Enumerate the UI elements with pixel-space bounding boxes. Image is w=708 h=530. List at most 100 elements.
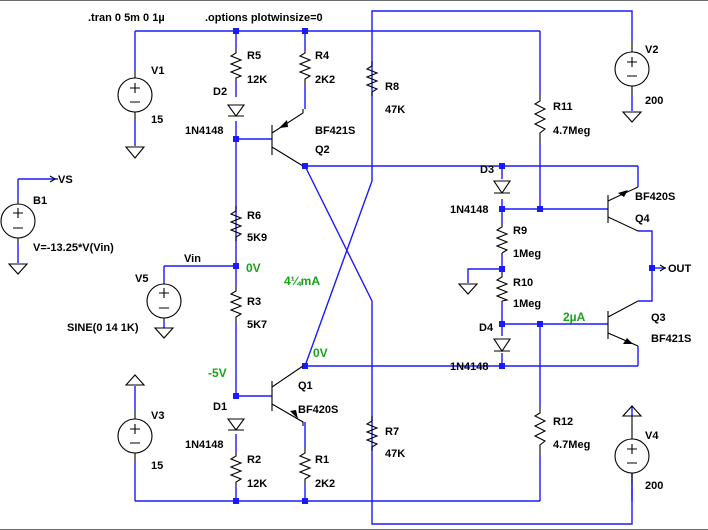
b1-value: V=-13.25*V(Vin) <box>33 242 114 254</box>
resistor-r1 <box>298 448 312 484</box>
transistor-q1 <box>271 365 304 426</box>
source-v2 <box>614 41 650 96</box>
diode-d1 <box>226 418 246 431</box>
cross-current-annotation: 4¼mA <box>284 274 320 288</box>
options-directive: .options plotwinsize=0 <box>205 12 323 24</box>
diode-d2 <box>226 104 246 117</box>
wires <box>17 10 666 525</box>
ground-v4-top <box>621 405 643 417</box>
d2-value: 1N4148 <box>185 125 224 137</box>
v1-value: 15 <box>151 114 163 126</box>
resistor-r5 <box>229 49 243 81</box>
d2-name: D2 <box>213 86 227 98</box>
bias-current-annotation: 2µA <box>563 310 586 324</box>
port-vs <box>49 175 57 183</box>
vin-level-annotation: 0V <box>246 261 261 275</box>
ground-v3-top <box>124 374 146 386</box>
transistor-q2 <box>271 109 304 167</box>
r10-value: 1Meg <box>513 298 541 310</box>
d4-name: D4 <box>479 322 494 334</box>
q4-value: BF420S <box>635 191 675 203</box>
r4-name: R4 <box>315 50 330 62</box>
d1-name: D1 <box>213 401 227 413</box>
r8-value: 47K <box>385 104 405 116</box>
r7-name: R7 <box>385 426 399 438</box>
v5-value: SINE(0 14 1K) <box>67 322 139 334</box>
diode-d4 <box>492 338 512 352</box>
resistor-r10 <box>495 273 509 302</box>
source-v4 <box>614 416 650 483</box>
r7-cross-wire <box>304 165 633 525</box>
r1-name: R1 <box>315 454 329 466</box>
source-v1 <box>117 69 153 121</box>
source-v3 <box>117 411 153 461</box>
r4-value: 2K2 <box>315 74 335 86</box>
ground-v1 <box>124 146 146 159</box>
b1-wire <box>17 178 58 263</box>
r6-value: 5K9 <box>247 232 267 244</box>
r5-value: 12K <box>247 74 267 86</box>
d3-value: 1N4148 <box>450 204 489 216</box>
resistor-r8 <box>365 61 379 96</box>
mid-gnd-wire <box>467 268 502 283</box>
q1-emitter-wire <box>303 346 639 367</box>
net-out-label: OUT <box>668 263 692 275</box>
r10-name: R10 <box>513 277 533 289</box>
diode-d3 <box>492 180 512 194</box>
q3-value: BF421S <box>651 333 691 345</box>
transistor-q3 <box>607 300 639 347</box>
r3-value: 5K7 <box>247 319 267 331</box>
tran-directive: .tran 0 5m 0 1µ <box>88 12 165 24</box>
q1-collector-level-annotation: 0V <box>313 346 328 360</box>
r6-name: R6 <box>247 210 261 222</box>
v5-name: V5 <box>135 273 148 285</box>
d4-value: 1N4148 <box>450 361 489 373</box>
v4-name: V4 <box>645 430 659 442</box>
r8-name: R8 <box>385 81 399 93</box>
r11-name: R11 <box>553 101 573 113</box>
q1-name: Q1 <box>298 380 313 392</box>
q1-value: BF420S <box>298 404 338 416</box>
v3-name: V3 <box>151 410 164 422</box>
r9-name: R9 <box>513 225 527 237</box>
port-out <box>659 264 667 272</box>
resistor-r4 <box>298 49 312 85</box>
resistor-r12 <box>533 406 547 456</box>
q1-emitter-level-annotation: -5V <box>208 366 227 380</box>
r3-name: R3 <box>247 296 261 308</box>
source-v5 <box>146 283 182 321</box>
v2-value: 200 <box>645 95 663 107</box>
v1-name: V1 <box>151 65 164 77</box>
net-vin-label: Vin <box>184 253 201 265</box>
r7-value: 47K <box>385 448 405 460</box>
q2-emitter-wire <box>303 165 639 187</box>
q3-name: Q3 <box>651 312 666 324</box>
transistor-q4 <box>607 186 639 232</box>
v4-value: 200 <box>645 480 663 492</box>
ground-mid <box>457 283 479 295</box>
r2-value: 12K <box>247 478 267 490</box>
ground-b1 <box>7 263 29 275</box>
resistor-r2 <box>229 451 243 485</box>
r5-name: R5 <box>247 50 261 62</box>
resistor-r7 <box>365 416 379 451</box>
source-b1 <box>0 199 36 244</box>
v3-value: 15 <box>151 460 163 472</box>
d3-name: D3 <box>480 164 494 176</box>
resistor-r9 <box>495 223 509 254</box>
r8-cross-wire <box>304 10 633 367</box>
resistor-r3 <box>229 286 243 323</box>
r11-value: 4.7Meg <box>553 125 590 137</box>
r2-name: R2 <box>247 454 261 466</box>
net-vs-label: VS <box>58 174 73 186</box>
resistor-r11 <box>533 93 547 143</box>
ground-v2 <box>621 111 643 123</box>
q2-value: BF421S <box>315 125 355 137</box>
r12-value: 4.7Meg <box>553 439 590 451</box>
junctions <box>233 28 655 504</box>
r9-value: 1Meg <box>513 248 541 260</box>
q2-name: Q2 <box>315 144 330 156</box>
q4-name: Q4 <box>635 213 651 225</box>
